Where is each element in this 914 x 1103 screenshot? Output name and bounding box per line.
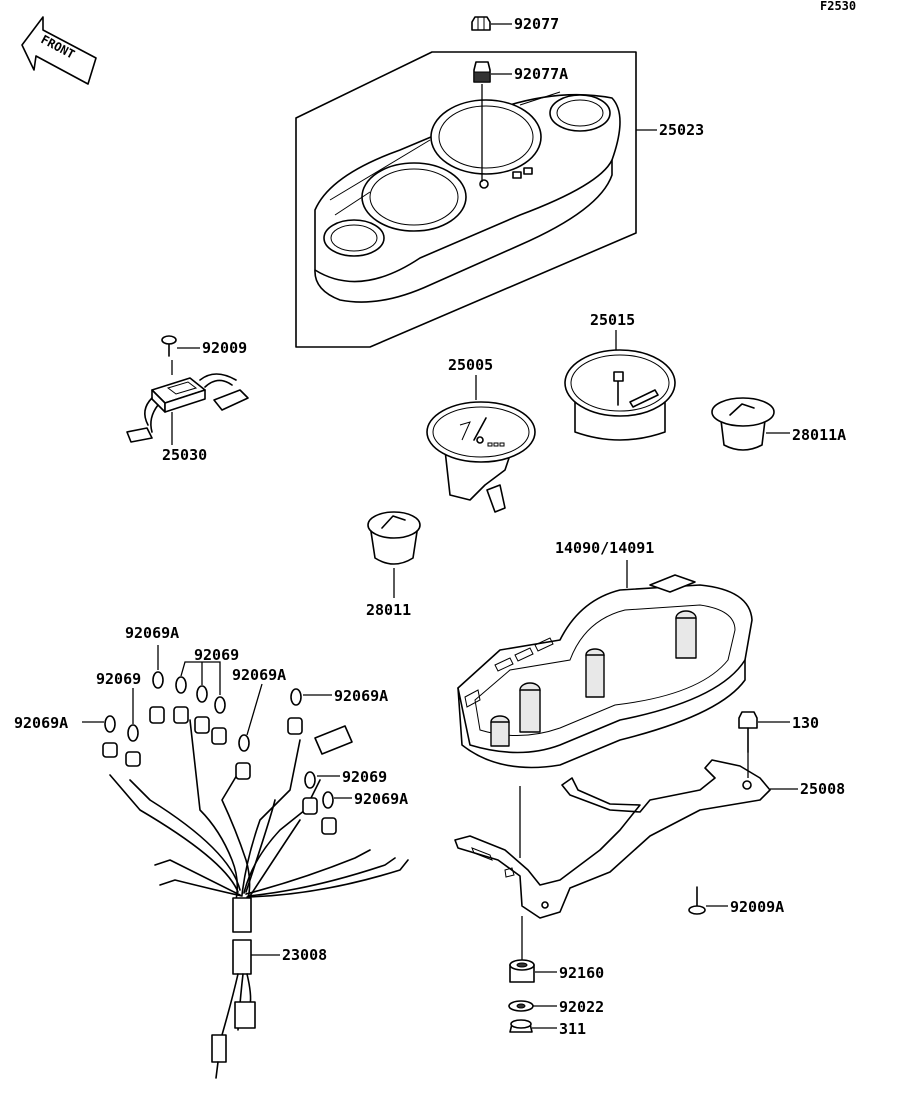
label-25030: 25030 (162, 446, 207, 464)
label-92009: 92009 (202, 339, 247, 357)
screw-92009a-icon (688, 886, 706, 915)
label-92069a-lower: 92069A (354, 790, 408, 808)
unit-module-25030-icon (126, 373, 249, 443)
front-arrow-icon: FRONT (21, 16, 97, 85)
label-92160: 92160 (559, 964, 604, 982)
label-25008: 25008 (800, 780, 845, 798)
bulbs-icon (104, 671, 334, 809)
label-311: 311 (559, 1020, 586, 1038)
label-92069a-left: 92069A (14, 714, 68, 732)
label-92077a: 92077A (514, 65, 568, 83)
label-92069a-right: 92069A (334, 687, 388, 705)
meter-cup-28011a-icon (711, 397, 775, 451)
label-92077: 92077 (514, 15, 559, 33)
label-28011: 28011 (366, 601, 411, 619)
grommet-92160-icon (509, 959, 535, 983)
label-130: 130 (792, 714, 819, 732)
nut-311-icon (509, 1019, 533, 1033)
label-28011a: 28011A (792, 426, 846, 444)
tachometer-25015-icon (564, 349, 676, 441)
cap-92077-icon (471, 16, 491, 31)
screw-92009-icon (161, 335, 177, 357)
bolt-130-icon (738, 711, 758, 753)
label-92069a-mid: 92069A (232, 666, 286, 684)
meter-bracket-25008-icon (454, 759, 771, 919)
label-92022: 92022 (559, 998, 604, 1016)
label-92069a-top: 92069A (125, 624, 179, 642)
label-25005: 25005 (448, 356, 493, 374)
label-92069-left: 92069 (96, 670, 141, 688)
diagram-code: F2530 (820, 0, 856, 13)
collar-92022-icon (508, 1000, 534, 1012)
label-25015: 25015 (590, 311, 635, 329)
label-92009a: 92009A (730, 898, 784, 916)
meter-cup-28011-icon (367, 511, 421, 565)
label-92069-top: 92069 (194, 646, 239, 664)
wire-harness-23008-icon (109, 719, 409, 1079)
meter-case-14090-icon (457, 574, 753, 769)
label-23008: 23008 (282, 946, 327, 964)
bulb-sockets-icon (102, 706, 353, 835)
knob-92077a-icon (473, 61, 491, 83)
label-14090-14091: 14090/14091 (555, 539, 654, 557)
speedometer-25005-icon (426, 401, 536, 513)
meter-cover-assembly (295, 51, 637, 348)
label-25023: 25023 (659, 121, 704, 139)
label-92069-right: 92069 (342, 768, 387, 786)
